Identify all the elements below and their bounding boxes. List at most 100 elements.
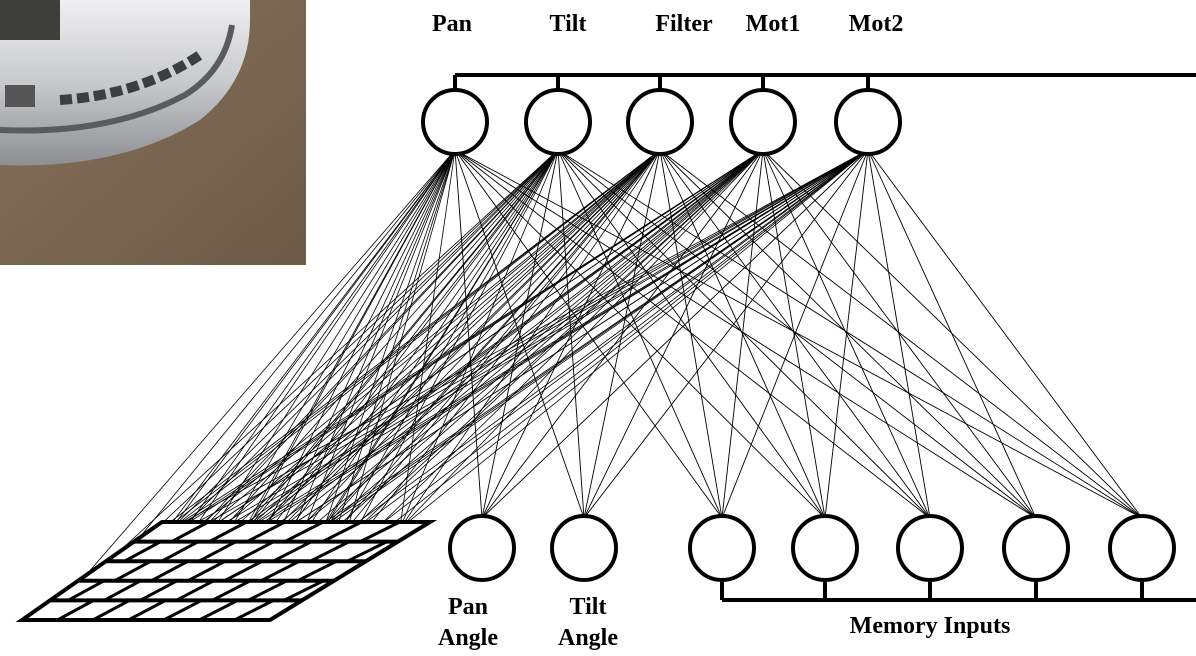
- retina-cell-line: [175, 579, 215, 602]
- output-node-mot2: [834, 88, 902, 156]
- retina-cell-line: [187, 559, 226, 583]
- connection-line: [122, 149, 764, 588]
- connection-line: [323, 149, 456, 529]
- retina-cell-line: [247, 579, 288, 602]
- memory-node: [896, 514, 964, 582]
- connection-line: [721, 149, 869, 519]
- connection-line: [122, 149, 456, 588]
- connection-line: [267, 149, 764, 588]
- connection-line: [262, 149, 661, 569]
- output-node-tilt: [524, 88, 592, 156]
- connection-line: [336, 149, 764, 569]
- robot-photo: [0, 0, 306, 265]
- connection-line: [247, 149, 661, 530]
- memory-node: [791, 514, 859, 582]
- connection-line: [399, 149, 869, 530]
- connection-line: [122, 149, 559, 588]
- retina-cell-line: [139, 579, 178, 602]
- connection-line: [330, 149, 559, 549]
- connection-line: [247, 149, 869, 530]
- retina-cell-line: [123, 540, 162, 563]
- connection-line: [557, 149, 1143, 519]
- connection-line: [267, 149, 661, 588]
- connection-line: [721, 149, 764, 519]
- connection-line: [762, 149, 1143, 519]
- connection-line: [659, 149, 1143, 519]
- retina-cell-line: [283, 579, 325, 602]
- connection-line: [57, 149, 456, 608]
- connection-lines: [57, 149, 1143, 608]
- connection-line: [262, 149, 456, 569]
- connection-line: [188, 149, 661, 569]
- connection-line: [122, 149, 661, 588]
- output-node-mot1: [729, 88, 797, 156]
- memory-node: [1108, 514, 1176, 582]
- connection-line: [268, 149, 869, 588]
- memory-node: [1002, 514, 1070, 582]
- connection-line: [114, 149, 456, 569]
- connection-line: [195, 149, 764, 588]
- connection-line: [762, 149, 1037, 519]
- connection-line: [255, 149, 456, 549]
- retina-cell-line: [309, 540, 351, 563]
- retina-cell-line: [296, 559, 338, 583]
- retina-cell-line: [246, 520, 286, 543]
- output-label-mot2: Mot2: [848, 11, 904, 37]
- retina-cell-line: [67, 579, 105, 602]
- connection-line: [335, 149, 456, 569]
- connection-line: [454, 149, 1143, 519]
- nodes: [421, 88, 1176, 582]
- connection-line: [114, 149, 869, 569]
- connection-line: [824, 149, 869, 519]
- connection-line: [170, 149, 661, 530]
- retina-cell-line: [233, 599, 275, 622]
- connection-line: [195, 149, 869, 588]
- connection-line: [659, 149, 1037, 519]
- retina-cell-line: [161, 540, 200, 563]
- retina-cell-line: [223, 559, 264, 583]
- connection-line: [180, 149, 869, 549]
- connection-line: [336, 149, 869, 569]
- retina-cell-line: [235, 540, 275, 563]
- connection-line: [867, 149, 931, 519]
- connection-line: [330, 149, 661, 549]
- retina-cell-line: [163, 599, 203, 622]
- connection-line: [557, 149, 1037, 519]
- connection-line: [57, 149, 559, 608]
- connection-line: [188, 149, 764, 569]
- connection-line: [247, 149, 764, 530]
- connection-line: [323, 149, 869, 530]
- connection-line: [171, 149, 869, 530]
- connection-line: [481, 149, 869, 519]
- connection-line: [399, 149, 559, 530]
- output-node-pan: [421, 88, 489, 156]
- retina-cell-line: [260, 559, 301, 583]
- retina-cell-line: [198, 599, 239, 622]
- connection-line: [659, 149, 723, 519]
- retina-cell-line: [171, 520, 210, 543]
- retina-cell-line: [92, 599, 131, 622]
- tilt-angle-label-line2: Angle: [558, 625, 618, 651]
- output-bus: [453, 73, 1196, 90]
- connection-line: [557, 149, 931, 519]
- connection-line: [323, 149, 764, 530]
- retina-cell-line: [103, 579, 142, 602]
- retina-cell-line: [56, 599, 95, 622]
- retina-cell-line: [150, 559, 189, 583]
- tilt-angle-label-line1: Tilt: [569, 594, 607, 620]
- connection-line: [481, 149, 559, 519]
- memory-node: [688, 514, 756, 582]
- tilt-angle-node: [550, 514, 618, 582]
- memory-inputs-label: Memory Inputs: [849, 613, 1011, 639]
- connection-line: [583, 149, 764, 519]
- retina-cell-line: [198, 540, 237, 563]
- connection-line: [481, 149, 764, 519]
- connection-line: [195, 149, 661, 588]
- output-label-filter: Filter: [655, 11, 713, 37]
- connection-line: [195, 149, 559, 588]
- retina-cell-line: [321, 520, 363, 543]
- output-label-mot1: Mot1: [745, 11, 801, 37]
- output-label-tilt: Tilt: [549, 11, 587, 37]
- retina-cell-line: [272, 540, 313, 563]
